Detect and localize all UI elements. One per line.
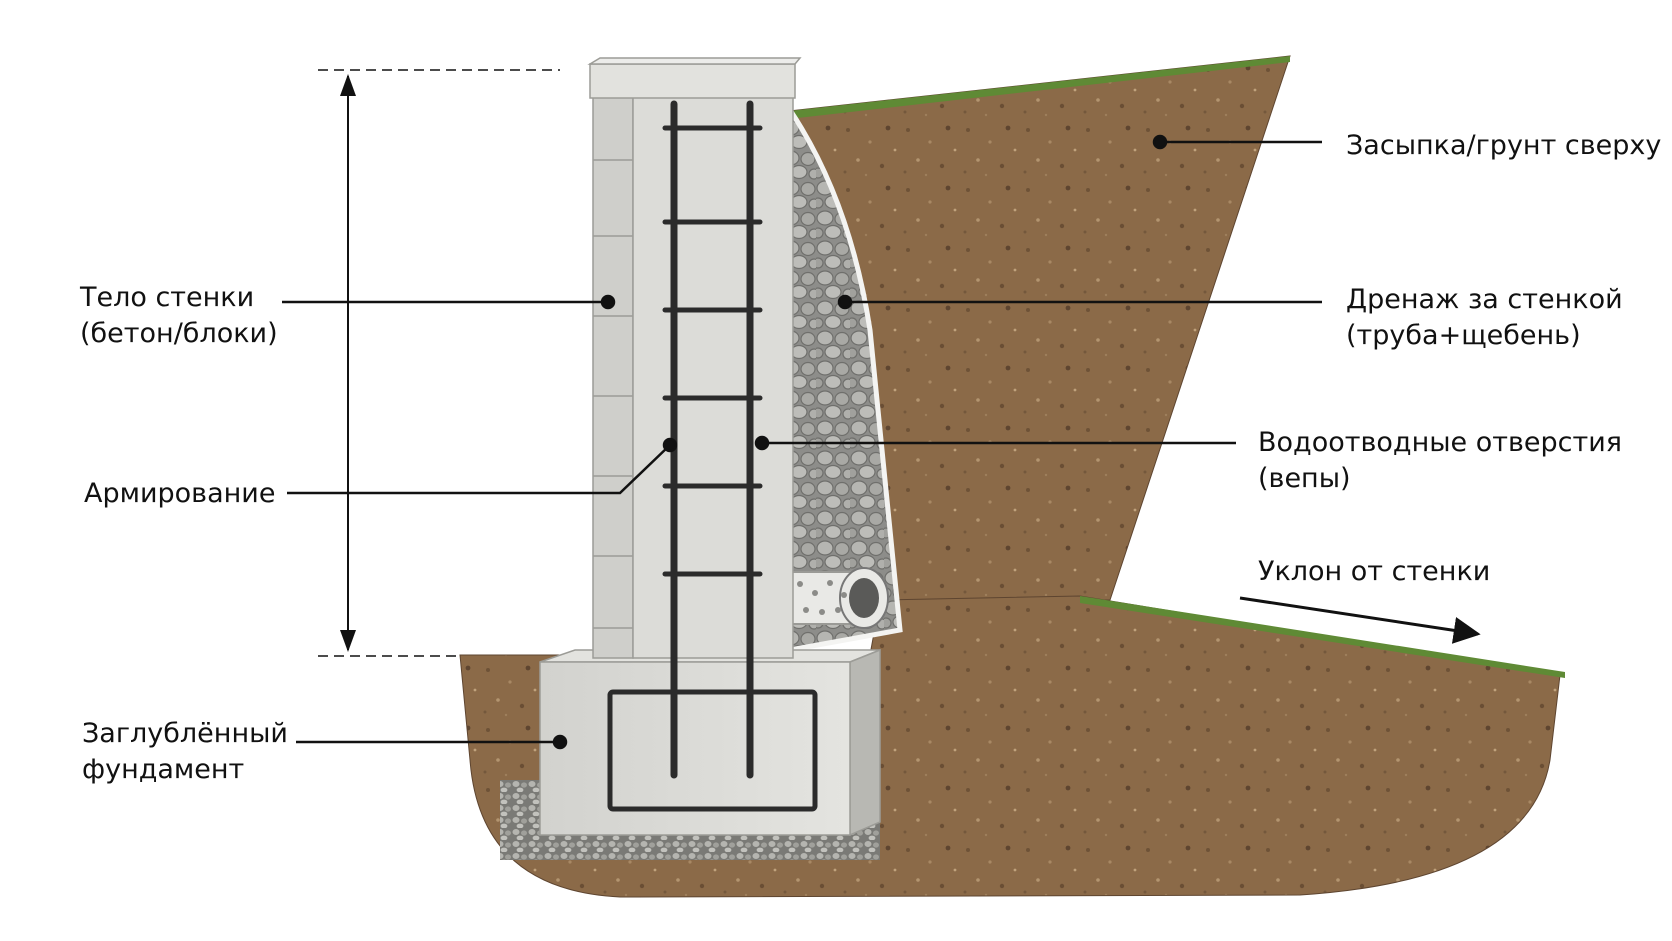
label-drainage-line1: Дренаж за стенкой bbox=[1346, 284, 1623, 315]
slope-arrow bbox=[1239, 596, 1481, 644]
wall-stem bbox=[592, 95, 794, 659]
label-reinforcement: Армирование bbox=[84, 476, 275, 512]
label-backfill-text: Засыпка/грунт сверху bbox=[1346, 130, 1662, 161]
leader-lines bbox=[282, 134, 1322, 750]
footing bbox=[539, 648, 881, 837]
label-slope-text: Уклон от стенки bbox=[1258, 556, 1491, 587]
label-weep-holes-line1: Водоотводные отверстия bbox=[1258, 427, 1623, 458]
label-drainage-line2: (труба+щебень) bbox=[1346, 320, 1581, 351]
label-wall-body-line2: (бетон/блоки) bbox=[80, 318, 278, 349]
label-drainage: Дренаж за стенкой (труба+щебень) bbox=[1346, 282, 1623, 354]
label-footing-line1: Заглублённый bbox=[82, 718, 288, 749]
grass-top bbox=[780, 56, 1290, 120]
label-weep-holes: Водоотводные отверстия (вепы) bbox=[1258, 425, 1622, 497]
label-weep-holes-line2: (вепы) bbox=[1258, 463, 1351, 494]
wall-cap bbox=[587, 57, 802, 99]
label-slope: Уклон от стенки bbox=[1258, 554, 1490, 590]
drain-pipe bbox=[783, 567, 889, 629]
label-reinforcement-text: Армирование bbox=[84, 478, 276, 509]
label-wall-body: Тело стенки (бетон/блоки) bbox=[80, 280, 278, 352]
label-footing: Заглублённый фундамент bbox=[82, 716, 288, 788]
label-backfill: Засыпка/грунт сверху bbox=[1346, 128, 1661, 164]
grass-lower bbox=[1080, 596, 1565, 678]
label-footing-line2: фундамент bbox=[82, 754, 245, 785]
rebar-cage bbox=[662, 100, 763, 779]
label-wall-body-line1: Тело стенки bbox=[80, 282, 255, 313]
drainage-gravel bbox=[787, 101, 903, 653]
height-dimension bbox=[318, 69, 560, 657]
